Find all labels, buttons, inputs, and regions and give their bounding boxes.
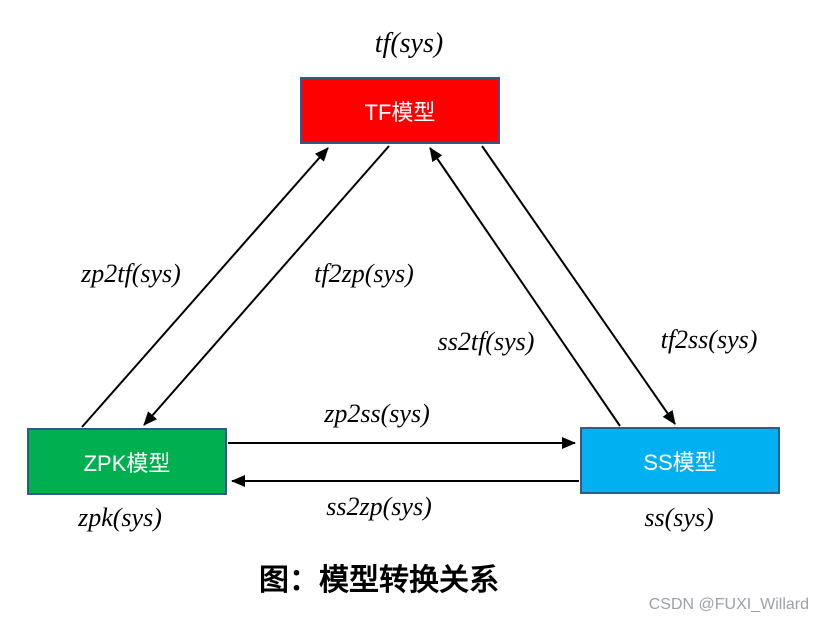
edge-label-zp2tf: zp2tf(sys) (81, 259, 181, 288)
edge-label-tf2ss: tf2ss(sys) (660, 325, 758, 354)
node-tf-label: TF模型 (364, 99, 436, 125)
arrow-ss2tf (429, 147, 621, 427)
edge-label-tf2zp: tf2zp(sys) (314, 259, 414, 288)
node-ss-model[interactable]: SS模型 (580, 427, 780, 494)
edge-label-ss2zp: ss2zp(sys) (326, 492, 432, 521)
edge-label-zp2ss: zp2ss(sys) (324, 399, 430, 428)
watermark: CSDN @FUXI_Willard (648, 596, 809, 613)
diagram-caption: 图：模型转换关系 (259, 564, 499, 597)
label-tf-function: tf(sys) (374, 28, 444, 59)
node-zpk-model[interactable]: ZPK模型 (27, 428, 227, 495)
arrow-tf2ss (481, 145, 676, 425)
label-ss-function: ss(sys) (644, 503, 714, 532)
label-zpk-function: zpk(sys) (78, 503, 162, 532)
node-ss-label: SS模型 (643, 449, 717, 475)
edge-label-ss2tf: ss2tf(sys) (437, 327, 535, 356)
node-tf-model[interactable]: TF模型 (300, 77, 500, 144)
arrow-tf2zp (143, 145, 390, 426)
node-zpk-label: ZPK模型 (83, 450, 171, 476)
arrow-zp2tf (81, 147, 329, 428)
